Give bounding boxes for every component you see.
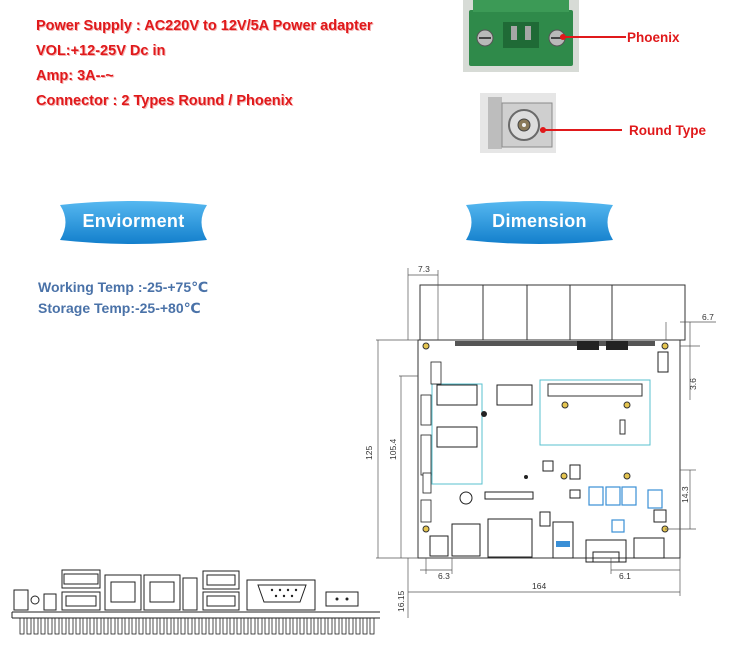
phoenix-label: Phoenix [627, 30, 680, 45]
phoenix-connector-photo [463, 0, 579, 72]
phoenix-pointer-line [560, 34, 626, 40]
spec-power-supply: Power Supply : AC220V to 12V/5A Power ad… [36, 18, 373, 34]
dim-16-15: 16.15 [396, 590, 406, 612]
dim-125: 125 [364, 446, 374, 460]
round-type-label: Round Type [629, 123, 706, 138]
dimension-drawing: 7.3 6.7 3.6 125 105.4 14.3 6.3 6.1 164 1… [364, 264, 716, 618]
dim-6-3: 6.3 [438, 571, 450, 581]
dim-14-3: 14.3 [680, 486, 690, 503]
spec-connector: Connector : 2 Types Round / Phoenix [36, 93, 293, 109]
environment-title: Enviorment [82, 211, 185, 231]
dimension-banner: Dimension [462, 195, 617, 250]
dim-164: 164 [532, 581, 546, 591]
dim-6-7: 6.7 [702, 312, 714, 322]
working-temp: Working Temp :-25-+75℃ [38, 279, 209, 295]
dim-7-3: 7.3 [418, 264, 430, 274]
round-pointer-line [540, 127, 622, 133]
spec-amp: Amp: 3A--~ [36, 68, 114, 84]
environment-banner: Enviorment [56, 195, 211, 250]
spec-voltage: VOL:+12-25V Dc in [36, 43, 166, 59]
round-connector-photo [480, 93, 556, 153]
dimension-title: Dimension [492, 211, 587, 231]
dim-6-1: 6.1 [619, 571, 631, 581]
storage-temp: Storage Temp:-25-+80℃ [38, 300, 201, 316]
side-view-drawing [11, 569, 380, 635]
dim-105-4: 105.4 [388, 438, 398, 460]
dim-3-6: 3.6 [688, 378, 698, 390]
